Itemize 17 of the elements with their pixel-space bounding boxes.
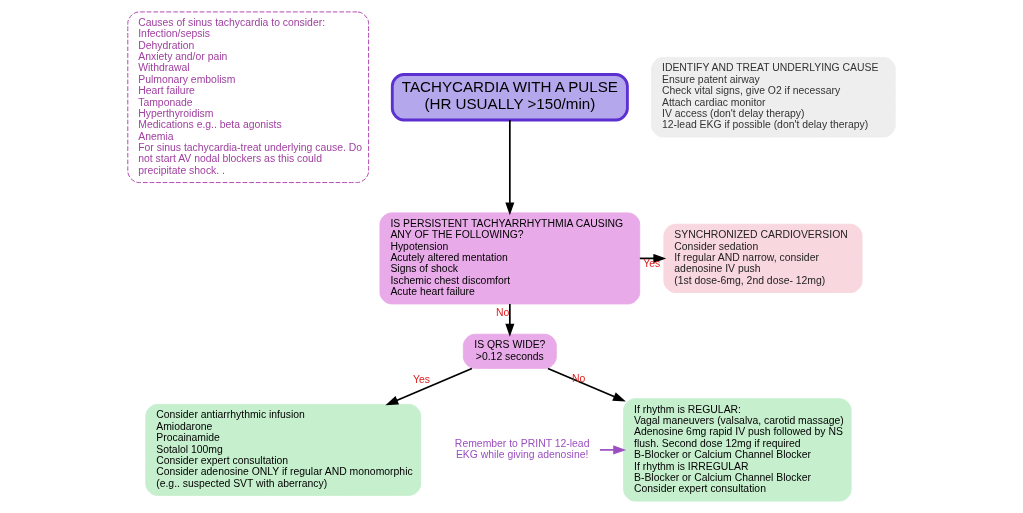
arrow [385, 367, 473, 406]
edge-label: Yes [643, 257, 661, 269]
arrow [505, 303, 515, 337]
arrow [505, 119, 515, 216]
node-box: Consider antiarrhythmic infusion Amiodarone Procainamide Sotalol 100mg Consider expert consultation Consider adenosine ONLY if regular AND monomorphic (e.g.. suspected SVT with aberrancy) [145, 403, 422, 496]
edge-label: No [572, 372, 586, 384]
node-box: SYNCHRONIZED CARDIOVERSION Consider sedation If regular AND narrow, consider adenosine IV push (1st dose-6mg, 2nd dose- 12mg) [663, 223, 863, 293]
node-box: IS QRS WIDE? >0.12 seconds [462, 333, 557, 369]
node-box: IS PERSISTENT TACHYARRHYTHMIA CAUSING ANY OF THE FOLLOWING? Hypotension Acutely altered mentation Signs of shock Ischemic chest discomfort Acute heart failure [379, 212, 641, 305]
node-box: TACHYCARDIA WITH A PULSE (HR USUALLY >150/min) [390, 73, 629, 122]
arrow [599, 445, 627, 455]
node-text: Remember to PRINT 12-lead EKG while giving adenosine! [454, 437, 590, 461]
edge-label: No [496, 307, 510, 319]
node-box: If rhythm is REGULAR: Vagal maneuvers (valsalva, carotid massage) Adenosine 6mg rapid IV push followed by NS flush. Second dose 12mg if required B-Blocker or Calcium Channel Blocker If rhythm is IRREGULAR B-Blocker or Calcium Channel Blocker Consider expert consultation [623, 398, 852, 502]
arrow [547, 367, 626, 402]
edge-label: Yes [412, 374, 430, 386]
node-box: Causes of sinus tachycardia to consider: Infection/sepsis Dehydration Anxiety and/or pain Withdrawal Pulmonary embolism Heart failure Tamponade Hyperthyroidism Medications e.g.. beta agonists Anemia For sinus tachycardia-treat underlying cause. Do not start AV nodal blockers as this could precipitate shock. . [127, 11, 370, 184]
